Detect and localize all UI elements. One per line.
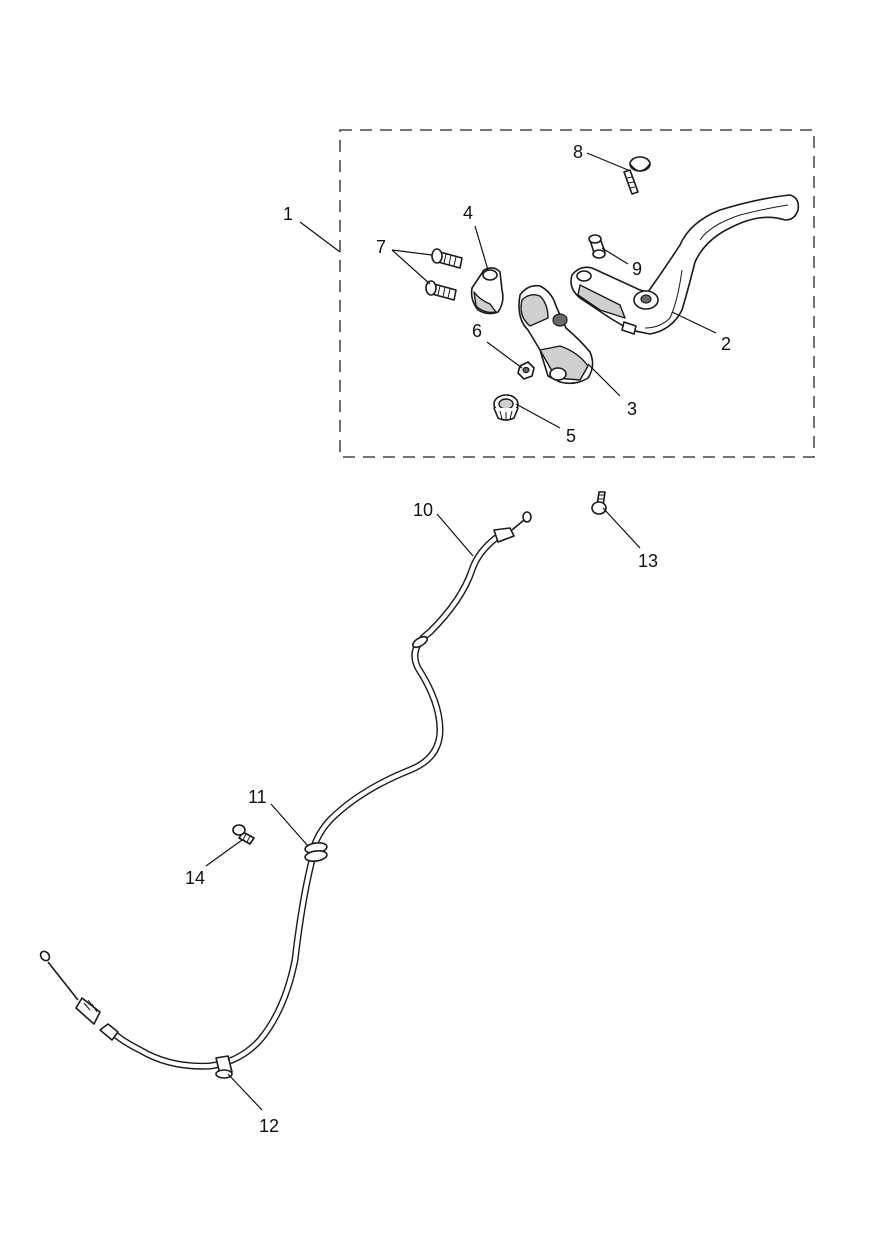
part-2-lever bbox=[570, 194, 800, 335]
callout-13: 13 bbox=[638, 551, 658, 571]
leader-12 bbox=[227, 1073, 263, 1111]
callout-11: 11 bbox=[248, 787, 267, 807]
callout-5: 5 bbox=[566, 426, 576, 446]
leader-3 bbox=[587, 363, 621, 397]
callout-7: 7 bbox=[376, 237, 386, 257]
part-8-bolt bbox=[623, 156, 651, 195]
leader-9 bbox=[601, 247, 629, 265]
leader-8 bbox=[586, 152, 629, 171]
leader-13 bbox=[602, 507, 641, 549]
callout-14: 14 bbox=[185, 868, 205, 888]
callout-9: 9 bbox=[632, 259, 642, 279]
part-13-bolt bbox=[591, 491, 607, 515]
callout-10: 10 bbox=[413, 500, 433, 520]
leader-10 bbox=[436, 513, 474, 557]
part-9-sleeve bbox=[588, 234, 606, 259]
part-3-clamp-body bbox=[518, 284, 594, 385]
callout-2: 2 bbox=[721, 334, 731, 354]
callout-1: 1 bbox=[283, 204, 293, 224]
part-12-clip bbox=[215, 1055, 233, 1079]
part-6-nut bbox=[517, 361, 535, 380]
leader-4 bbox=[474, 225, 489, 271]
part-7-bolt-upper bbox=[431, 248, 463, 269]
leader-1 bbox=[299, 221, 341, 253]
leader-11 bbox=[270, 803, 309, 847]
part-10-cable bbox=[39, 511, 532, 1070]
leader-2 bbox=[671, 311, 717, 334]
part-4-clamp-half bbox=[470, 267, 504, 315]
part-5-adjuster bbox=[493, 394, 519, 421]
callout-3: 3 bbox=[627, 399, 637, 419]
callout-6: 6 bbox=[472, 321, 482, 341]
part-11-grommet bbox=[304, 842, 328, 862]
part-14-bolt bbox=[232, 824, 255, 845]
leader-6 bbox=[486, 341, 523, 369]
callout-4: 4 bbox=[463, 203, 473, 223]
part-7-bolt-lower bbox=[425, 280, 457, 301]
leader-7a bbox=[391, 249, 433, 256]
leader-5 bbox=[515, 403, 561, 429]
callout-12: 12 bbox=[259, 1116, 279, 1136]
callout-8: 8 bbox=[573, 142, 583, 162]
leader-7b bbox=[391, 249, 431, 285]
leader-14 bbox=[205, 839, 243, 867]
